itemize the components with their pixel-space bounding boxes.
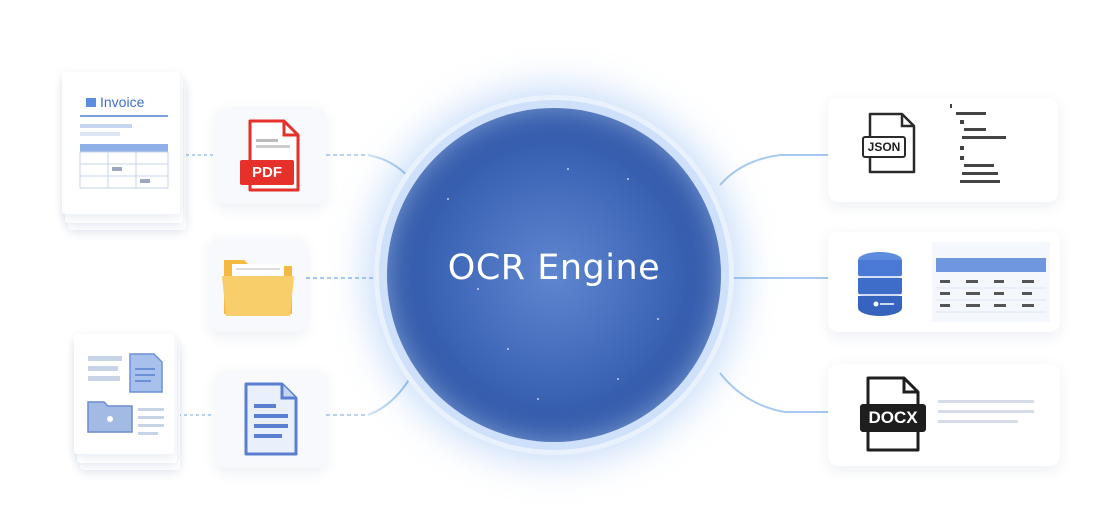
json-output-card: JSON xyxy=(828,98,1058,202)
document-icon xyxy=(79,115,169,189)
data-table-graphic xyxy=(932,242,1050,322)
documents-stack xyxy=(74,334,182,472)
engine-label: OCR Engine xyxy=(447,248,661,288)
code-snippet-lines xyxy=(950,104,1006,183)
pdf-tag: PDF xyxy=(240,160,294,185)
pdf-icon xyxy=(248,119,300,192)
docx-tag: DOCX xyxy=(860,404,926,432)
database-icon xyxy=(858,252,902,316)
connector-engine-json xyxy=(719,154,828,186)
ocr-engine: OCR Engine xyxy=(387,108,721,442)
doc-card xyxy=(216,370,326,468)
document-sheet xyxy=(74,334,174,454)
connector-pdf-engine-curve xyxy=(367,154,414,183)
doc-file-icon xyxy=(244,382,298,456)
invoice-document-stack: Invoice xyxy=(62,72,188,232)
invoice-title-text: Invoice xyxy=(100,94,145,110)
connector-doc-engine-curve xyxy=(367,372,414,416)
folder-card xyxy=(210,238,306,332)
connector-engine-docx xyxy=(719,372,828,413)
invoice-logo-icon xyxy=(86,98,96,107)
docx-output-card: DOCX xyxy=(828,364,1060,466)
folder-icon xyxy=(222,260,294,316)
docx-text-lines xyxy=(938,400,1034,423)
database-output-card xyxy=(828,232,1060,332)
invoice-sheet: Invoice xyxy=(62,72,180,214)
pdf-card: PDF xyxy=(216,108,326,204)
document-icon xyxy=(87,353,164,435)
invoice-title: Invoice xyxy=(86,94,144,110)
json-tag: JSON xyxy=(862,136,906,158)
